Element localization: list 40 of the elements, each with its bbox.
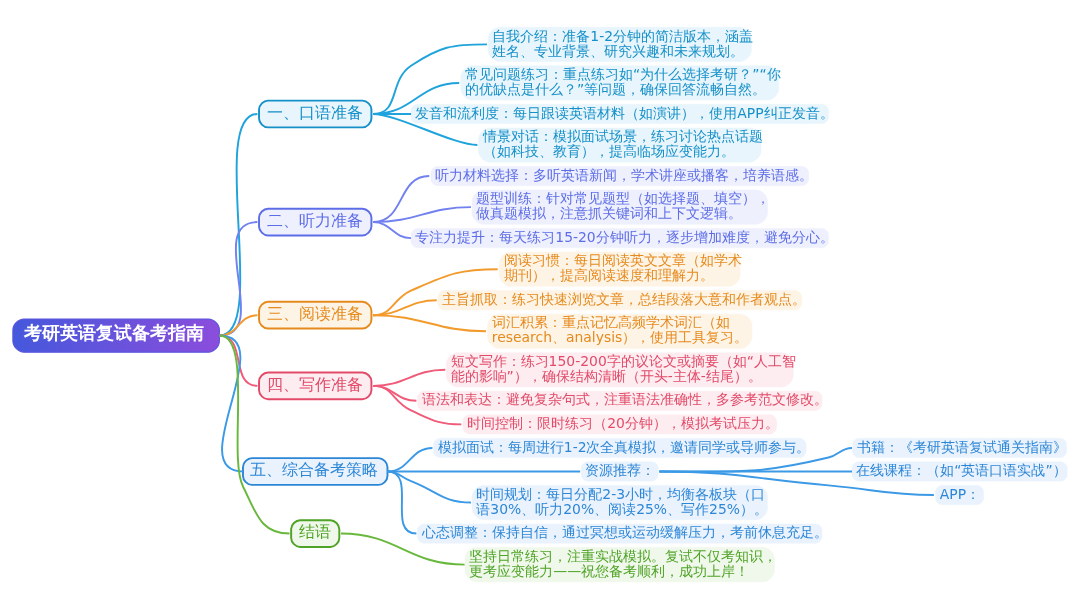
node-box: 在线课程：（如“英语口语实战”）: [851, 461, 1068, 481]
node-box: 考研英语复试备考指南: [12, 317, 220, 353]
node-box: 四、写作准备: [258, 371, 373, 400]
node-box: 书籍：《考研英语复试通关指南》: [852, 437, 1067, 458]
node-box: 资源推荐：: [580, 461, 659, 481]
connector: [372, 112, 479, 146]
connector: [372, 220, 412, 239]
node-box: 时间控制：限时练习（20分钟），模拟考试压力。: [462, 414, 777, 434]
node-box: 一、口语准备: [258, 99, 373, 128]
node-box: 模拟面试：每周进行1-2次全真模拟，邀请同学或导师参与。: [433, 437, 807, 458]
connector: [386, 470, 418, 534]
node-box: 时间规划：每日分配2-3小时，均衡各板块（口语30%、听力20%、阅读25%、写作25%）。: [471, 484, 768, 520]
node-box: 结语: [290, 518, 341, 548]
connector: [386, 446, 434, 472]
connector: [218, 220, 259, 336]
node-box: 短文写作：练习150-200字的议论文或摘要（如“人工智能的影响”），确保结构清晰（开头-主体-结尾）。: [446, 351, 794, 387]
node-box: 语法和表达：避免复杂句式，注重语法准确性，多参考范文修改。: [417, 390, 823, 411]
node-box: 心态调整：保持自信，通过冥想或运动缓解压力，考前休息充足。: [417, 523, 823, 543]
connector: [372, 313, 487, 332]
node-box: 常见问题练习：重点练习如“为什么选择考研？”“你的优缺点是什么？”等问题，确保回答流畅自然。: [460, 65, 779, 100]
node-box: 阅读习惯：每日阅读英文文章（如学术期刊），提高阅读速度和理解力。: [499, 251, 741, 287]
node-box: 自我介绍：准备1-2分钟的简洁版本，涵盖姓名、专业背景、研究兴趣和未来规划。: [487, 26, 752, 62]
connector: [218, 334, 244, 472]
node-box: 发音和流利度：每日跟读英语材料（如演讲），使用APP纠正发音。: [410, 103, 829, 124]
node-box: 主旨抓取：练习快速浏览文章，总结段落大意和作者观点。: [437, 289, 802, 310]
connector: [218, 112, 259, 336]
node-box: APP：: [935, 484, 984, 505]
connector: [658, 470, 935, 496]
node-box: 二、听力准备: [258, 207, 373, 236]
node-box: 题型训练：针对常见题型（如选择题、填空），做真题模拟，注意抓关键词和上下文逻辑。: [471, 189, 768, 224]
node-box: 专注力提升：每天练习15-20分钟听力，逐步增加难度，避免分心。: [410, 227, 829, 248]
connector: [218, 313, 259, 336]
node-box: 情景对话：模拟面试场景，练习讨论热点话题（如科技、教育），提高临场应变能力。: [478, 127, 762, 162]
node-box: 词汇积累：重点记忆高频学术词汇（如research、analysis），使用工具复习。: [487, 313, 753, 349]
connector: [339, 532, 466, 566]
node-box: 坚持日常练习，注重实战模拟。复试不仅考知识，更考应变能力——祝您备考顺利，成功上岸！: [464, 546, 775, 582]
node-box: 听力材料选择：多听英语新闻，学术讲座或播客，培养语感。: [430, 165, 809, 186]
connector: [372, 384, 463, 425]
node-box: 三、阅读准备: [258, 300, 373, 330]
node-box: 五、综合备考策略: [242, 456, 389, 486]
